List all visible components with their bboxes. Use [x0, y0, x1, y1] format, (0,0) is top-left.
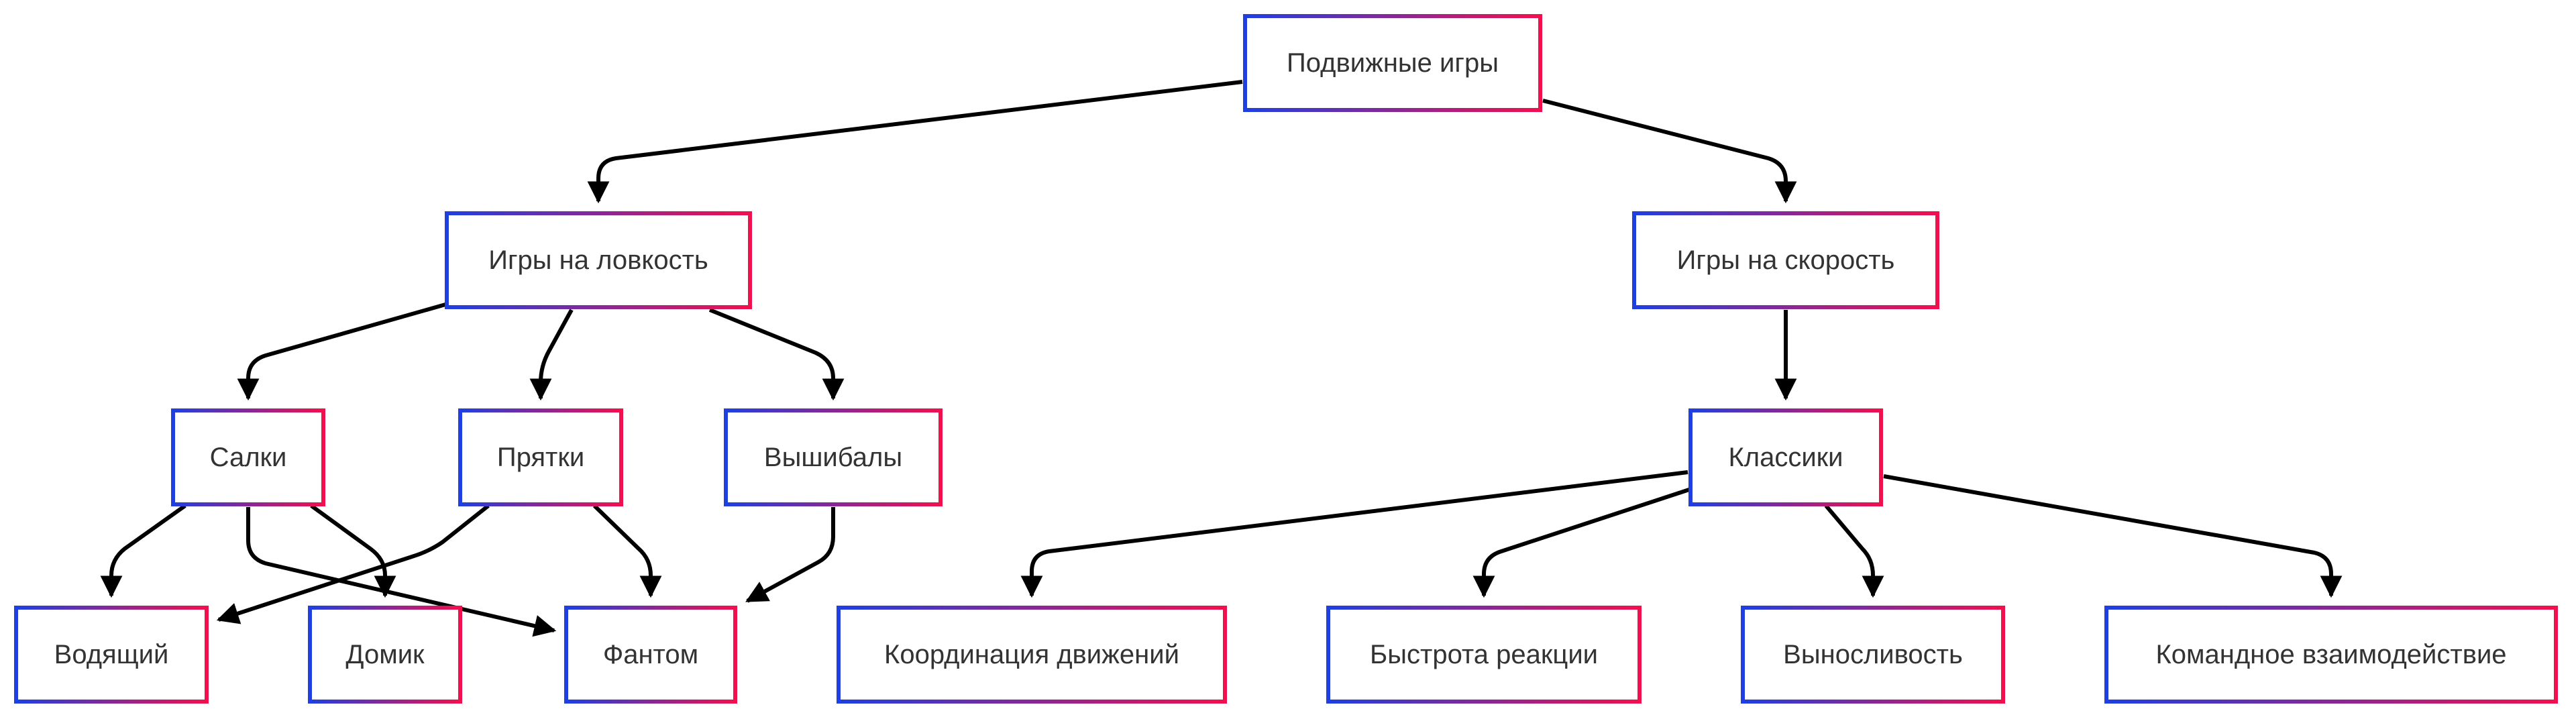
node-label: Домик	[345, 640, 425, 669]
node-agility[interactable]: Игры на ловкость	[445, 211, 752, 309]
node-label: Фантом	[603, 640, 698, 669]
node-vynoslivost[interactable]: Выносливость	[1741, 606, 2005, 704]
node-klassiki[interactable]: Классики	[1688, 408, 1883, 506]
node-salki[interactable]: Салки	[171, 408, 325, 506]
node-vyshibaly[interactable]: Вышибалы	[724, 408, 943, 506]
node-label: Подвижные игры	[1287, 48, 1499, 78]
node-root[interactable]: Подвижные игры	[1243, 14, 1542, 112]
node-label: Прятки	[497, 443, 584, 472]
node-koordinatsiya[interactable]: Координация движений	[837, 606, 1227, 704]
edge-vyshibaly-to-fantom	[745, 507, 835, 603]
edge-salki-to-domik	[310, 504, 396, 598]
edge-root-to-agility	[587, 80, 1243, 204]
edges-layer	[100, 80, 2343, 637]
node-pryatki[interactable]: Прятки	[458, 408, 623, 506]
edge-pryatki-to-fantom	[592, 504, 662, 598]
edge-root-to-speed	[1542, 99, 1797, 204]
edge-pryatki-to-vodyashchiy	[216, 504, 490, 624]
node-label: Командное взаимодействие	[2155, 640, 2506, 669]
node-label: Игры на скорость	[1677, 245, 1895, 275]
node-label: Быстрота реакции	[1370, 640, 1598, 669]
edge-klassiki-to-vynoslivost	[1824, 504, 1884, 598]
node-bystrota[interactable]: Быстрота реакции	[1326, 606, 1642, 704]
node-label: Классики	[1728, 443, 1843, 472]
node-label: Выносливость	[1783, 640, 1963, 669]
node-label: Салки	[210, 443, 287, 472]
edge-salki-to-fantom	[246, 507, 557, 637]
edge-klassiki-to-bystrota	[1472, 488, 1690, 598]
edge-agility-to-vyshibaly	[708, 308, 845, 401]
nodes-layer: Подвижные игры Игры на ловкость Игры на …	[14, 14, 2558, 704]
node-fantom[interactable]: Фантом	[564, 606, 737, 704]
edge-salki-to-vodyashchiy	[100, 504, 186, 598]
node-komandnoe[interactable]: Командное взаимодействие	[2104, 606, 2558, 704]
node-label: Координация движений	[884, 640, 1179, 669]
edge-agility-to-salki	[237, 302, 446, 401]
node-label: Водящий	[54, 640, 169, 669]
edge-klassiki-to-koordinatsiya	[1020, 470, 1688, 598]
node-domik[interactable]: Домик	[308, 606, 462, 704]
node-vodyashchiy[interactable]: Водящий	[14, 606, 209, 704]
edge-agility-to-pryatki	[529, 309, 574, 401]
node-label: Вышибалы	[764, 443, 902, 472]
edge-klassiki-to-komandnoe	[1883, 474, 2343, 598]
node-speed[interactable]: Игры на скорость	[1632, 211, 1939, 309]
node-label: Игры на ловкость	[488, 245, 708, 275]
